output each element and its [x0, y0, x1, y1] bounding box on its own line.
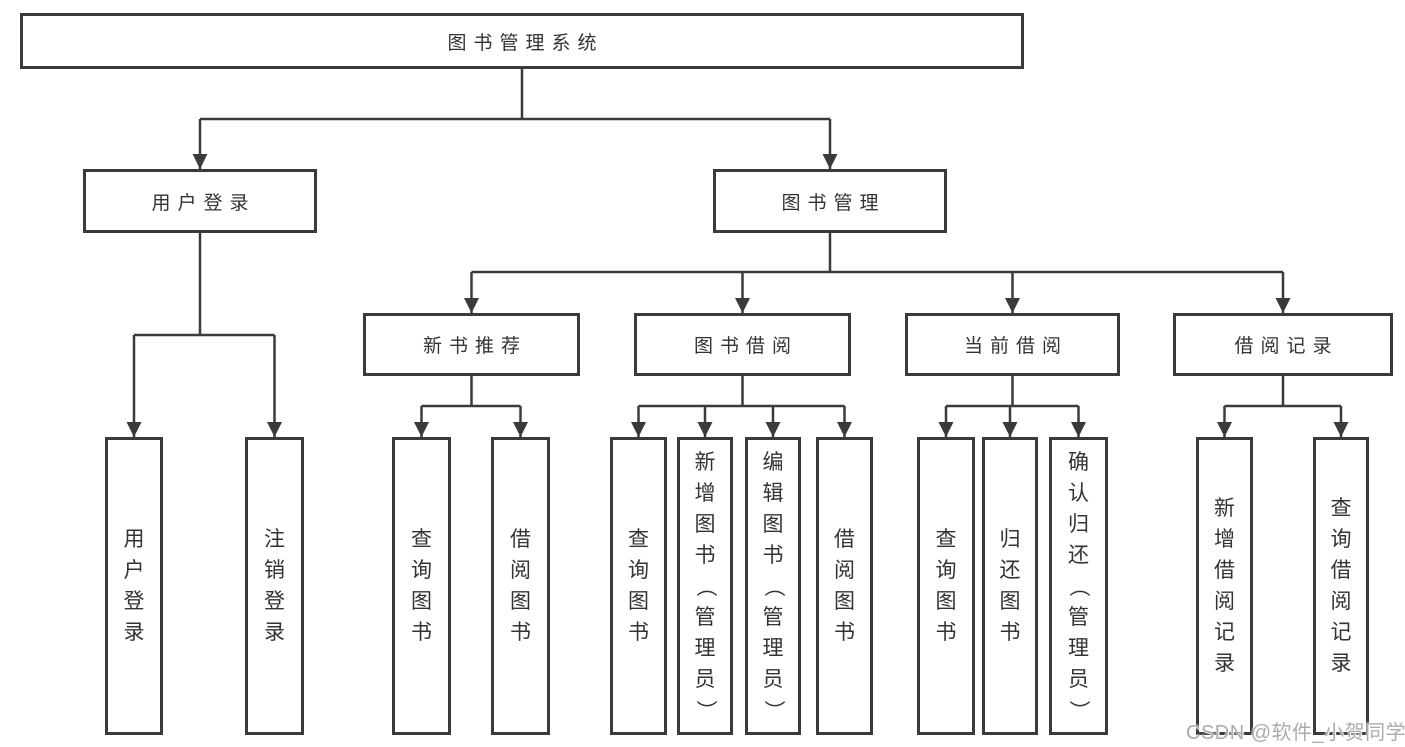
node-root-label: 图书管理系统: [447, 32, 604, 54]
csdn-watermark: CSDN @软件_小贺同学: [1186, 722, 1405, 744]
node-user-login: 用户登录: [83, 169, 317, 233]
connector-book-mgmt-to-level3: [464, 233, 1291, 313]
leaf-current-confirm-label: 确认归还（管理员）: [1067, 450, 1090, 721]
node-book-borrowing: 图书借阅: [634, 313, 851, 376]
node-new-book-rec-label: 新书推荐: [422, 336, 527, 357]
leaf-newbook-borrow-label: 借阅图书: [510, 528, 531, 644]
node-current-borrowing: 当前借阅: [905, 313, 1120, 376]
leaf-borrowing-borrow: 借阅图书: [816, 437, 873, 735]
node-borrowing-records: 借阅记录: [1173, 313, 1393, 376]
leaf-logout: 注销登录: [245, 437, 304, 735]
connector-user-login-children: [126, 233, 282, 437]
leaf-records-query: 查询借阅记录: [1313, 437, 1369, 735]
leaf-user-login-label: 用户登录: [123, 528, 145, 644]
leaf-borrowing-borrow-label: 借阅图书: [834, 528, 855, 644]
leaf-current-query: 查询图书: [917, 437, 975, 735]
leaf-newbook-query-label: 查询图书: [411, 528, 432, 644]
leaf-user-login: 用户登录: [105, 437, 163, 735]
leaf-logout-label: 注销登录: [264, 528, 285, 644]
node-book-borrowing-label: 图书借阅: [693, 336, 798, 357]
node-user-login-label: 用户登录: [151, 192, 256, 214]
node-borrowing-records-label: 借阅记录: [1234, 336, 1339, 357]
leaf-newbook-borrow: 借阅图书: [491, 437, 550, 735]
node-root: 图书管理系统: [20, 13, 1024, 69]
node-new-book-rec: 新书推荐: [363, 313, 580, 376]
connector-records-children: [1217, 376, 1349, 437]
leaf-records-query-label: 查询借阅记录: [1330, 497, 1352, 675]
leaf-current-return-label: 归还图书: [999, 528, 1021, 644]
node-current-borrowing-label: 当前借阅: [963, 336, 1068, 357]
connector-borrowing-children: [631, 376, 852, 437]
leaf-records-add-label: 新增借阅记录: [1214, 497, 1235, 675]
leaf-borrowing-add-label: 新增图书（管理员）: [693, 450, 717, 721]
leaf-borrowing-query-label: 查询图书: [628, 528, 649, 644]
connector-new-book-children: [414, 376, 528, 437]
leaf-records-add: 新增借阅记录: [1196, 437, 1253, 735]
node-book-mgmt-label: 图书管理: [781, 192, 886, 214]
leaf-current-return: 归还图书: [982, 437, 1038, 735]
leaf-borrowing-add: 新增图书（管理员）: [677, 437, 733, 735]
leaf-borrowing-edit-label: 编辑图书（管理员）: [761, 450, 785, 721]
connector-current-children: [938, 376, 1086, 437]
leaf-newbook-query: 查询图书: [392, 437, 451, 735]
leaf-current-query-label: 查询图书: [935, 528, 957, 644]
node-book-mgmt: 图书管理: [713, 169, 947, 233]
leaf-borrowing-query: 查询图书: [610, 437, 667, 735]
connector-root-to-level2: [192, 69, 838, 169]
leaf-current-confirm: 确认归还（管理员）: [1049, 437, 1108, 735]
leaf-borrowing-edit: 编辑图书（管理员）: [745, 437, 801, 735]
